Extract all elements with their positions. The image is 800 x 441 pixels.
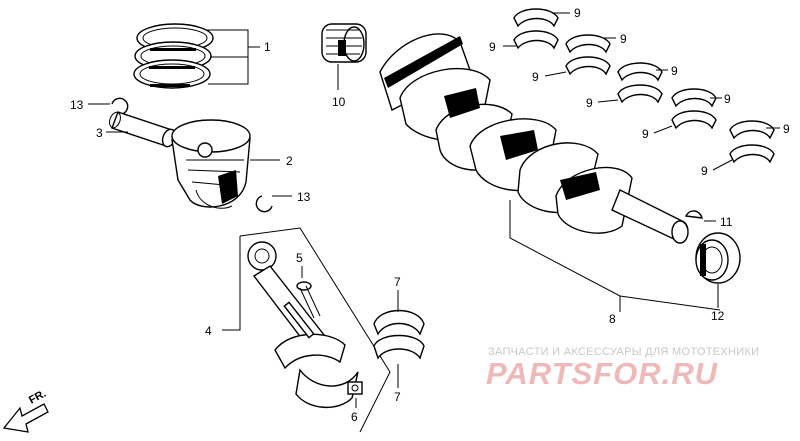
callout-7-upper: 7 xyxy=(394,275,401,289)
piston xyxy=(171,119,251,209)
callout-10: 10 xyxy=(332,95,346,109)
callout-13-top: 13 xyxy=(70,98,84,112)
circlip-top xyxy=(111,97,129,115)
front-direction-arrow xyxy=(2,403,49,433)
callout-7-lower: 7 xyxy=(394,390,401,404)
piston-pin xyxy=(109,111,177,148)
leader-line-4a xyxy=(222,236,241,331)
callout-13-bottom: 13 xyxy=(297,190,311,204)
woodruff-key xyxy=(684,210,703,219)
callout-8: 8 xyxy=(609,312,616,326)
callout-9-j: 9 xyxy=(701,164,708,178)
callout-2: 2 xyxy=(286,154,293,168)
callout-9-h: 9 xyxy=(642,127,649,141)
rod-group-outline xyxy=(239,227,391,433)
rod-bearing-lower xyxy=(373,334,425,360)
callout-9-f: 9 xyxy=(586,96,593,110)
circlip-bottom xyxy=(255,195,273,213)
crank-bearing xyxy=(695,232,741,284)
callout-9-b: 9 xyxy=(489,40,496,54)
callout-9-g: 9 xyxy=(724,92,731,106)
callout-4: 4 xyxy=(205,324,212,338)
rod-bolt xyxy=(296,281,321,319)
rod-bearing-upper xyxy=(373,309,425,336)
callout-3: 3 xyxy=(96,126,103,140)
piston-rings xyxy=(133,23,214,89)
crankshaft xyxy=(379,33,689,244)
callout-9-a: 9 xyxy=(574,6,581,20)
watermark-caption: ЗАПЧАСТИ И АКСЕССУАРЫ ДЛЯ МОТОТЕХНИКИ xyxy=(488,346,760,358)
timing-gear xyxy=(321,23,367,63)
leader-line-8 xyxy=(509,200,721,311)
callout-9-i: 9 xyxy=(783,122,790,136)
callout-9-e: 9 xyxy=(671,64,678,78)
callout-12: 12 xyxy=(711,309,725,323)
watermark-logo: PARTSFOR.RU xyxy=(486,356,719,391)
callout-1: 1 xyxy=(264,40,271,54)
callout-6: 6 xyxy=(351,410,358,424)
rod-nut xyxy=(347,381,363,395)
leader-lines-9 xyxy=(503,12,780,171)
connecting-rod xyxy=(247,241,359,409)
callout-9-d: 9 xyxy=(532,70,539,84)
main-bearing-shells xyxy=(513,8,775,164)
callout-5: 5 xyxy=(296,251,303,265)
callout-9-c: 9 xyxy=(620,32,627,46)
callout-11: 11 xyxy=(720,215,733,229)
